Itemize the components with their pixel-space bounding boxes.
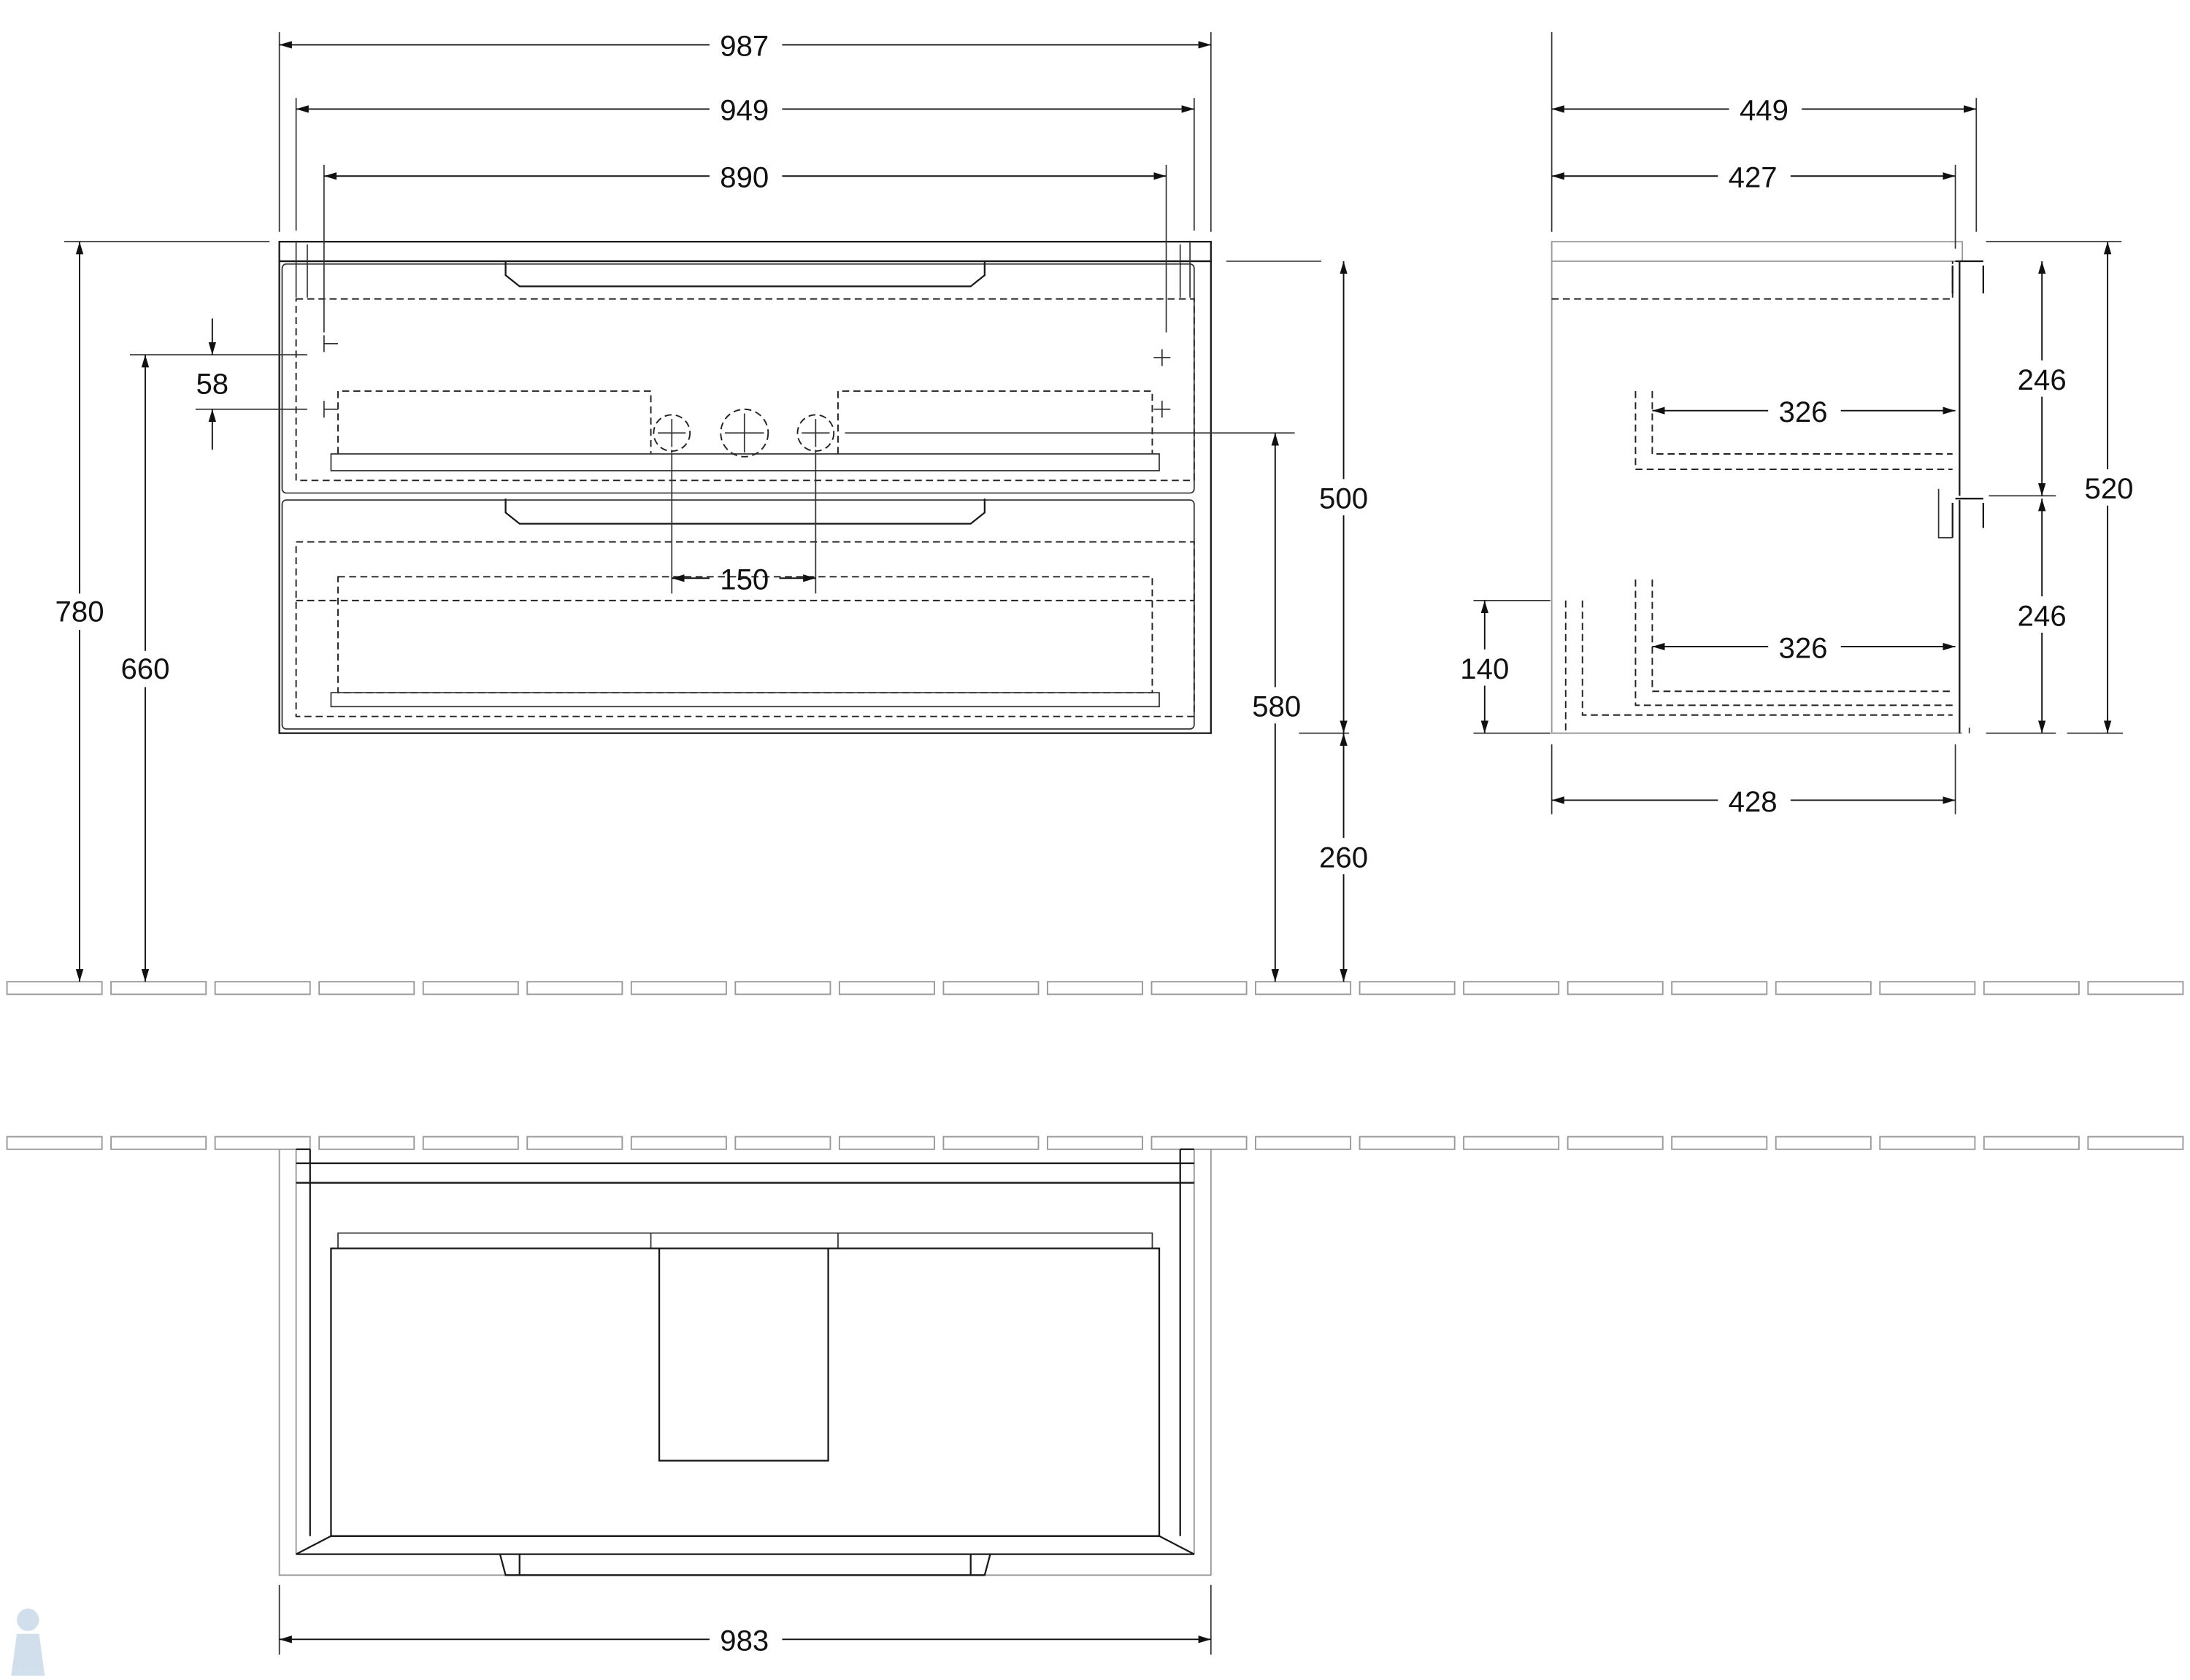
outlet-markers [323,335,1171,458]
floor-tile [2087,981,2184,995]
floor-tile [1046,981,1144,995]
floor-tile [526,1136,623,1150]
front-dimensions: 987 949 890 780 660 58 580 500 260 150 [46,28,1378,982]
wall-line [6,1136,2184,1150]
floor-tile [1879,1136,1976,1150]
dim-drawer-height-lower: 246 [2018,599,2067,632]
dim-depth-bottom: 428 [1729,785,1778,818]
floor-tile [6,981,103,995]
dim-drawer-height-upper: 246 [2018,363,2067,396]
dim-plinth-height: 140 [1460,652,1509,685]
lower-handle [504,498,986,525]
lower-drawer-front [281,499,1195,730]
floor-tile [422,1136,519,1150]
floor-line [6,981,2184,995]
floor-tile [526,981,623,995]
floor-tile [734,981,831,995]
dim-width-inner: 890 [720,161,769,194]
dim-tap-spacing: 150 [720,563,769,596]
floor-tile [630,1136,727,1150]
dim-height-total: 520 [2085,472,2134,505]
floor-tile [110,1136,207,1150]
dim-floor-clearance: 260 [1319,841,1368,874]
upper-handle [504,261,986,288]
top-view: 983 [278,1148,1212,1657]
dim-width-overall: 987 [720,30,769,63]
floor-tile [1567,981,1664,995]
floor-tile [838,981,935,995]
floor-tile [942,981,1040,995]
floor-tile [1671,1136,1768,1150]
floor-tile [214,1136,311,1150]
floor-tile [1150,981,1248,995]
floor-tile [942,1136,1040,1150]
floor-tile [1150,1136,1248,1150]
dim-drawer-depth-upper: 326 [1779,396,1828,428]
floor-tile [1775,1136,1872,1150]
floor-tile [110,981,207,995]
floor-tile [1255,1136,1352,1150]
floor-tile [6,1136,103,1150]
countertop-outline [278,241,1212,263]
floor-tile [734,1136,831,1150]
floor-tile [1983,1136,2080,1150]
floor-tile [214,981,311,995]
side-dimensions: 449 427 428 326 326 246 246 520 140 [1452,92,2143,818]
floor-tile [1255,981,1352,995]
floor-tile [1879,981,1976,995]
side-view [1473,32,2124,814]
floor-tile [1046,1136,1144,1150]
floor-tile [318,981,415,995]
cabinet-outline [278,260,1212,734]
floor-tile [1567,1136,1664,1150]
dim-body-height: 500 [1319,482,1368,515]
floor-tile [1775,981,1872,995]
front-view [64,32,1350,734]
floor-tile [1671,981,1768,995]
dim-outlet-offset: 58 [196,368,228,401]
floor-tile [1463,981,1560,995]
floor-tile [422,981,519,995]
floor-tile [1463,1136,1560,1150]
dim-width-body: 949 [720,94,769,127]
floor-tile [630,981,727,995]
floor-tile [838,1136,935,1150]
dim-height-overall: 780 [55,596,104,628]
dim-drain-height: 580 [1252,690,1301,723]
dim-depth-body: 427 [1729,161,1778,194]
logo-icon [11,1608,45,1676]
dim-top-width: 983 [720,1625,769,1657]
floor-tile [1359,1136,1456,1150]
dim-depth-overall: 449 [1740,94,1788,127]
floor-tile [2087,1136,2184,1150]
floor-tile [1359,981,1456,995]
floor-tile [1983,981,2080,995]
dim-outlet-height: 660 [120,652,169,685]
floor-tile [318,1136,415,1150]
dim-drawer-depth-lower: 326 [1779,631,1828,664]
